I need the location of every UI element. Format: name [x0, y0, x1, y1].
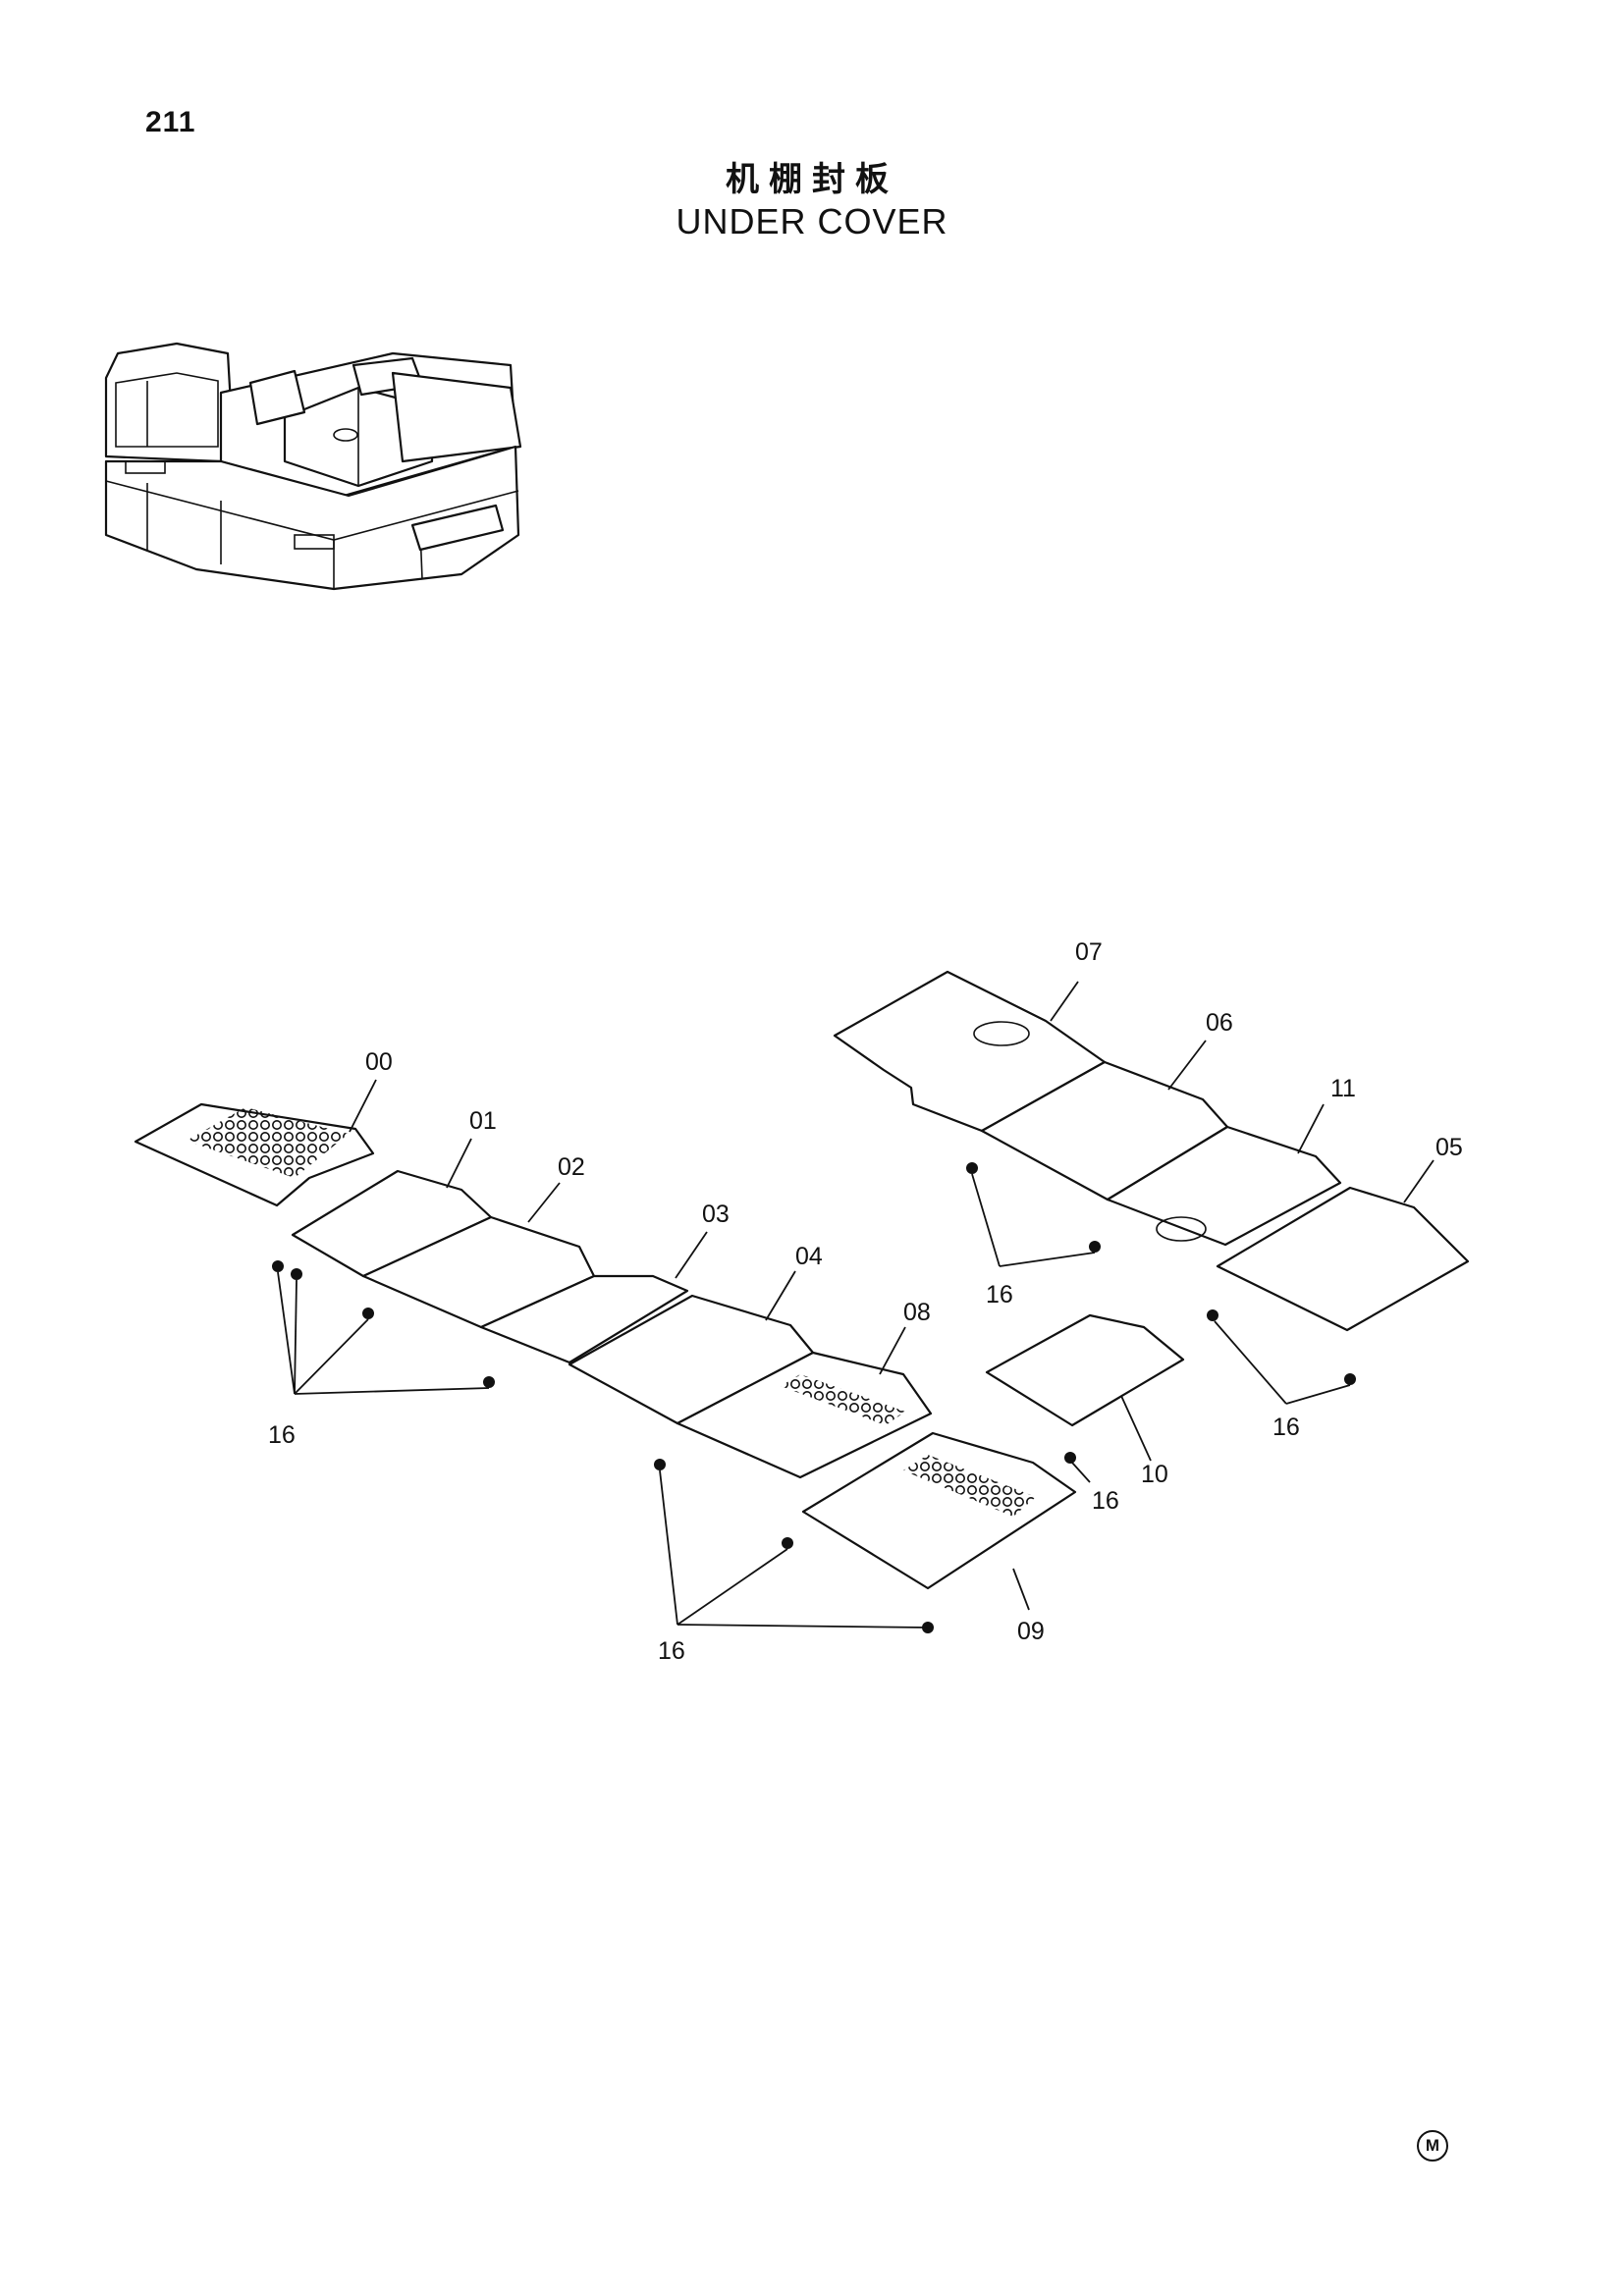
bolt-group-e: 16	[1207, 1309, 1356, 1441]
part-09: 09	[801, 1431, 1077, 1645]
part-11: 11	[1106, 1075, 1356, 1247]
label-16-d: 16	[986, 1281, 1013, 1308]
label-04: 04	[795, 1243, 823, 1270]
label-03: 03	[702, 1201, 730, 1228]
label-05: 05	[1435, 1134, 1463, 1161]
bolt-group-b: 16	[654, 1459, 934, 1665]
part-02: 02	[361, 1153, 596, 1329]
part-04: 04	[568, 1243, 823, 1425]
part-08: 08	[676, 1299, 933, 1479]
label-06: 06	[1206, 1009, 1233, 1037]
label-10: 10	[1141, 1461, 1168, 1488]
label-00: 00	[365, 1048, 393, 1076]
label-16-b: 16	[658, 1637, 685, 1665]
part-03: 03	[479, 1201, 730, 1364]
part-10: 10	[985, 1313, 1185, 1488]
label-07: 07	[1075, 938, 1103, 966]
bolt-group-a: 16	[268, 1260, 495, 1449]
label-08: 08	[903, 1299, 931, 1326]
label-16-c: 16	[1092, 1487, 1119, 1515]
part-06: 06	[980, 1009, 1233, 1201]
label-11: 11	[1330, 1075, 1356, 1102]
part-00: 00	[134, 1048, 393, 1207]
label-16-e: 16	[1272, 1414, 1300, 1441]
title-chinese: 机棚封板	[726, 160, 898, 199]
part-05: 05	[1216, 1134, 1470, 1332]
label-01: 01	[469, 1107, 497, 1135]
label-09: 09	[1017, 1618, 1045, 1645]
bolt-group-c: 16	[1064, 1452, 1119, 1515]
label-02: 02	[558, 1153, 585, 1181]
title-english: UNDER COVER	[676, 201, 948, 241]
page-number: 211	[145, 106, 196, 138]
label-16-a: 16	[268, 1421, 296, 1449]
machine-overview-illustration	[104, 342, 522, 591]
circled-m-mark: M	[1417, 2130, 1448, 2162]
bolt-group-d: 16	[966, 1162, 1101, 1308]
